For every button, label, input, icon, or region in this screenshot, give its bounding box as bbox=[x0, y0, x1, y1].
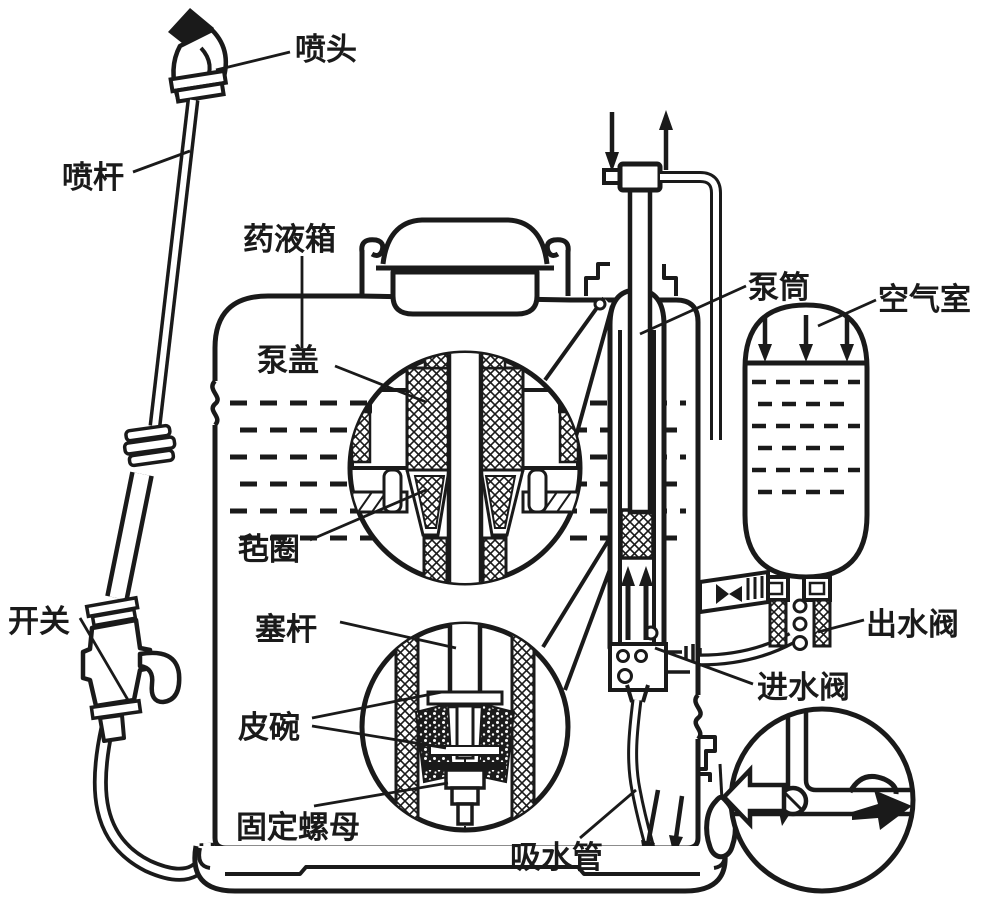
valve-detail-circle bbox=[720, 706, 916, 894]
pump-cover-detail-circle bbox=[347, 350, 583, 586]
labels: 喷头 喷杆 药液箱 泵盖 毡圈 开关 塞杆 皮碗 固定螺母 吸水管 泵筒 空气室… bbox=[8, 32, 971, 876]
label-suction-pipe: 吸水管 bbox=[510, 840, 603, 876]
label-fixing-nut: 固定螺母 bbox=[236, 810, 360, 846]
up-flow-arrows bbox=[621, 566, 653, 640]
spray-lance bbox=[80, 8, 229, 743]
label-pump-cylinder: 泵筒 bbox=[748, 270, 810, 306]
label-tank: 药液箱 bbox=[243, 222, 336, 258]
label-leather-cup: 皮碗 bbox=[238, 710, 300, 746]
outlet-valve bbox=[698, 569, 832, 667]
flow-left-arrow bbox=[720, 764, 787, 830]
tank-cap bbox=[359, 217, 571, 317]
outlet-pipe-to-air-chamber bbox=[660, 171, 722, 440]
hose bbox=[92, 726, 215, 882]
label-inlet-valve: 进水阀 bbox=[757, 670, 850, 706]
label-plunger-rod: 塞杆 bbox=[255, 612, 317, 648]
pump-cylinder bbox=[584, 161, 702, 692]
lance-coupling bbox=[122, 423, 177, 468]
tank-base bbox=[192, 845, 728, 894]
label-felt-ring: 毡圈 bbox=[238, 532, 300, 568]
switch-handle bbox=[137, 650, 182, 705]
leader-lines bbox=[78, 50, 877, 840]
air-pressure-arrows bbox=[758, 315, 854, 362]
air-chamber bbox=[742, 302, 870, 602]
pump-stroke-arrows bbox=[605, 110, 673, 172]
piston-detail-circle bbox=[359, 621, 571, 833]
air-chamber-liquid-dashes bbox=[752, 379, 860, 495]
label-spray-lance: 喷杆 bbox=[62, 160, 124, 196]
inlet-valve bbox=[608, 642, 702, 692]
switch-valve bbox=[80, 595, 182, 743]
label-pump-cover: 泵盖 bbox=[257, 343, 319, 379]
label-nozzle: 喷头 bbox=[295, 32, 357, 68]
label-air-chamber: 空气室 bbox=[878, 282, 971, 318]
label-outlet-valve: 出水阀 bbox=[866, 607, 959, 643]
label-switch: 开关 bbox=[8, 604, 70, 640]
